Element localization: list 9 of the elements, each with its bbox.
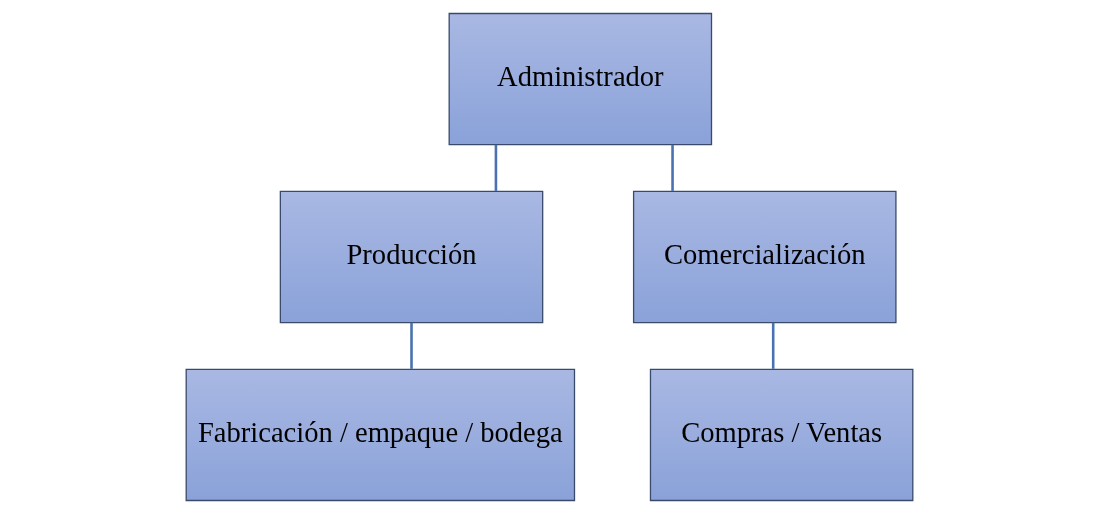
connector: [494, 144, 498, 191]
node-box: Compras / Ventas: [649, 368, 914, 502]
node-box: Fabricación / empaque / bodega: [185, 368, 576, 502]
connector: [771, 322, 775, 369]
connector: [671, 144, 674, 191]
node-box: Administrador: [448, 12, 713, 146]
node-box: Producción: [279, 190, 544, 324]
node-box: Comercialización: [632, 190, 897, 324]
connector: [410, 322, 413, 369]
